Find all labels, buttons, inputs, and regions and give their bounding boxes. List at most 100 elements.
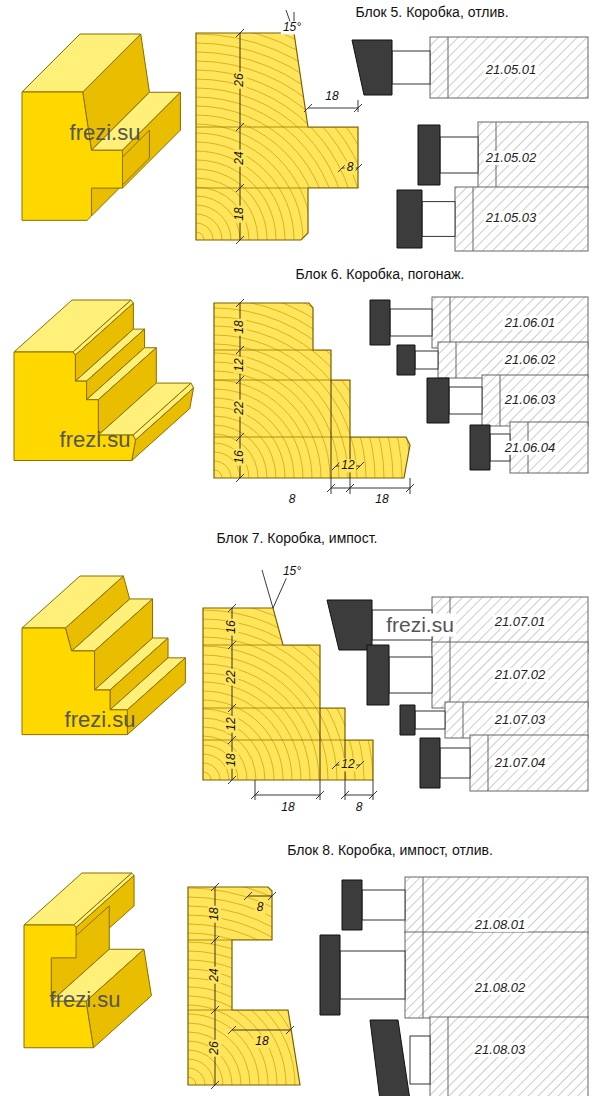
dimension-value: 18: [253, 1035, 270, 1048]
dimension-line: [232, 1030, 290, 1031]
dimension-value: 18: [233, 318, 246, 335]
body-step: [450, 297, 451, 348]
dimension-value: 18: [279, 801, 296, 814]
watermark: frezi.su: [50, 988, 121, 1012]
dimension-tick: [304, 104, 312, 112]
iso-front: [14, 352, 136, 461]
dimension-line: [308, 108, 358, 109]
part-number: 21.07.04: [493, 756, 548, 770]
dimension-tick: [356, 761, 364, 769]
dimension-line: [248, 896, 272, 897]
dimension-value: 12: [233, 356, 246, 373]
body-step: [488, 735, 489, 791]
iso-block: [22, 576, 185, 735]
cutter-knife: [397, 190, 422, 248]
dimension-tick: [236, 184, 244, 192]
body-step: [456, 342, 457, 378]
dimension-tick: [211, 1081, 219, 1089]
dimension-value: 24: [208, 966, 221, 983]
dimension-value: 18: [225, 751, 238, 768]
dimension-value: 18: [323, 90, 340, 103]
dimension-tick: [236, 433, 244, 441]
dimension-tick: [228, 776, 236, 784]
dimension-tick: [286, 1026, 294, 1034]
dimension-value: 12: [339, 459, 356, 472]
iso-block: [24, 873, 151, 1048]
dimension-tick: [236, 299, 244, 307]
part-number: 21.08.02: [473, 981, 528, 995]
dimension-line: [345, 795, 373, 796]
knife-clamp: [340, 951, 405, 999]
cutter-knife: [342, 880, 362, 930]
part-number: 21.08.03: [473, 1043, 528, 1057]
profile-fill: [196, 33, 358, 240]
iso-front: [24, 925, 93, 1048]
extension-line: [373, 780, 374, 800]
body-step: [450, 642, 451, 708]
dimension-tick: [346, 484, 354, 492]
cutter-body: [430, 37, 588, 98]
part-number: 21.06.02: [503, 353, 558, 367]
dimension-tick: [228, 704, 236, 712]
dimension-tick: [244, 892, 252, 900]
cutter-knife: [370, 300, 390, 345]
cutter-body: [455, 187, 588, 251]
cutter-knife: [427, 378, 449, 423]
section-line: [188, 940, 408, 941]
block-title: Блок 6. Коробка, погонаж.: [296, 267, 465, 282]
dimension-lines: [211, 10, 414, 1089]
knife-clamp: [440, 748, 470, 778]
profile-outline: [196, 33, 358, 240]
dimension-tick: [228, 604, 236, 612]
knife-clamp: [392, 51, 430, 84]
cutter-knife: [418, 125, 440, 185]
extension-line: [410, 478, 411, 494]
dimension-value: 16: [233, 448, 246, 465]
cutter-knife: [367, 645, 389, 705]
section-line: [196, 188, 416, 189]
cutter-knife: [352, 40, 392, 95]
profile-fill: [188, 887, 300, 1085]
profile-outline: [188, 887, 300, 1085]
part-number: 21.05.01: [484, 63, 539, 77]
extension-line: [358, 100, 359, 112]
cutter-knife: [370, 1020, 410, 1096]
cutter-body: [445, 702, 588, 738]
knife-clamp: [415, 711, 445, 729]
dimension-tick: [236, 346, 244, 354]
dimension-tick: [211, 1006, 219, 1014]
dimension-line: [350, 488, 410, 489]
block-title: Блок 7. Коробка, импост.: [217, 531, 378, 546]
cutter-body: [478, 122, 588, 188]
cutter-knife: [320, 935, 340, 1015]
iso-front: [22, 92, 122, 220]
dimension-tick: [236, 236, 244, 244]
extension-line: [320, 708, 321, 800]
dimension-tick: [236, 123, 244, 131]
dimension-tick: [236, 474, 244, 482]
block-title: Блок 5. Коробка, отлив.: [355, 5, 508, 20]
cutter-body: [438, 342, 588, 378]
dimension-tick: [236, 376, 244, 384]
cutter-body: [470, 735, 588, 791]
dimension-line: [255, 795, 320, 796]
dimension-tick: [211, 936, 219, 944]
cutter-knife: [327, 600, 372, 650]
dimension-value: 16: [225, 618, 238, 635]
dimension-value: 26: [233, 71, 246, 88]
section-line: [188, 1010, 408, 1011]
cutter-knife: [470, 425, 490, 470]
part-number: 21.06.03: [503, 393, 558, 407]
dimension-value: 8: [255, 901, 266, 914]
iso-block: [14, 300, 194, 461]
cutter-knife: [400, 705, 415, 735]
part-number: 21.07.01: [493, 615, 548, 629]
body-step: [448, 37, 449, 98]
dimension-tick: [236, 29, 244, 37]
profile-sections: [0, 0, 465, 1096]
cutter-knife: [397, 345, 415, 375]
dimension-value: 18: [233, 205, 246, 222]
iso-block: [22, 34, 180, 220]
body-step: [500, 375, 501, 426]
knife-clamp: [440, 137, 478, 173]
